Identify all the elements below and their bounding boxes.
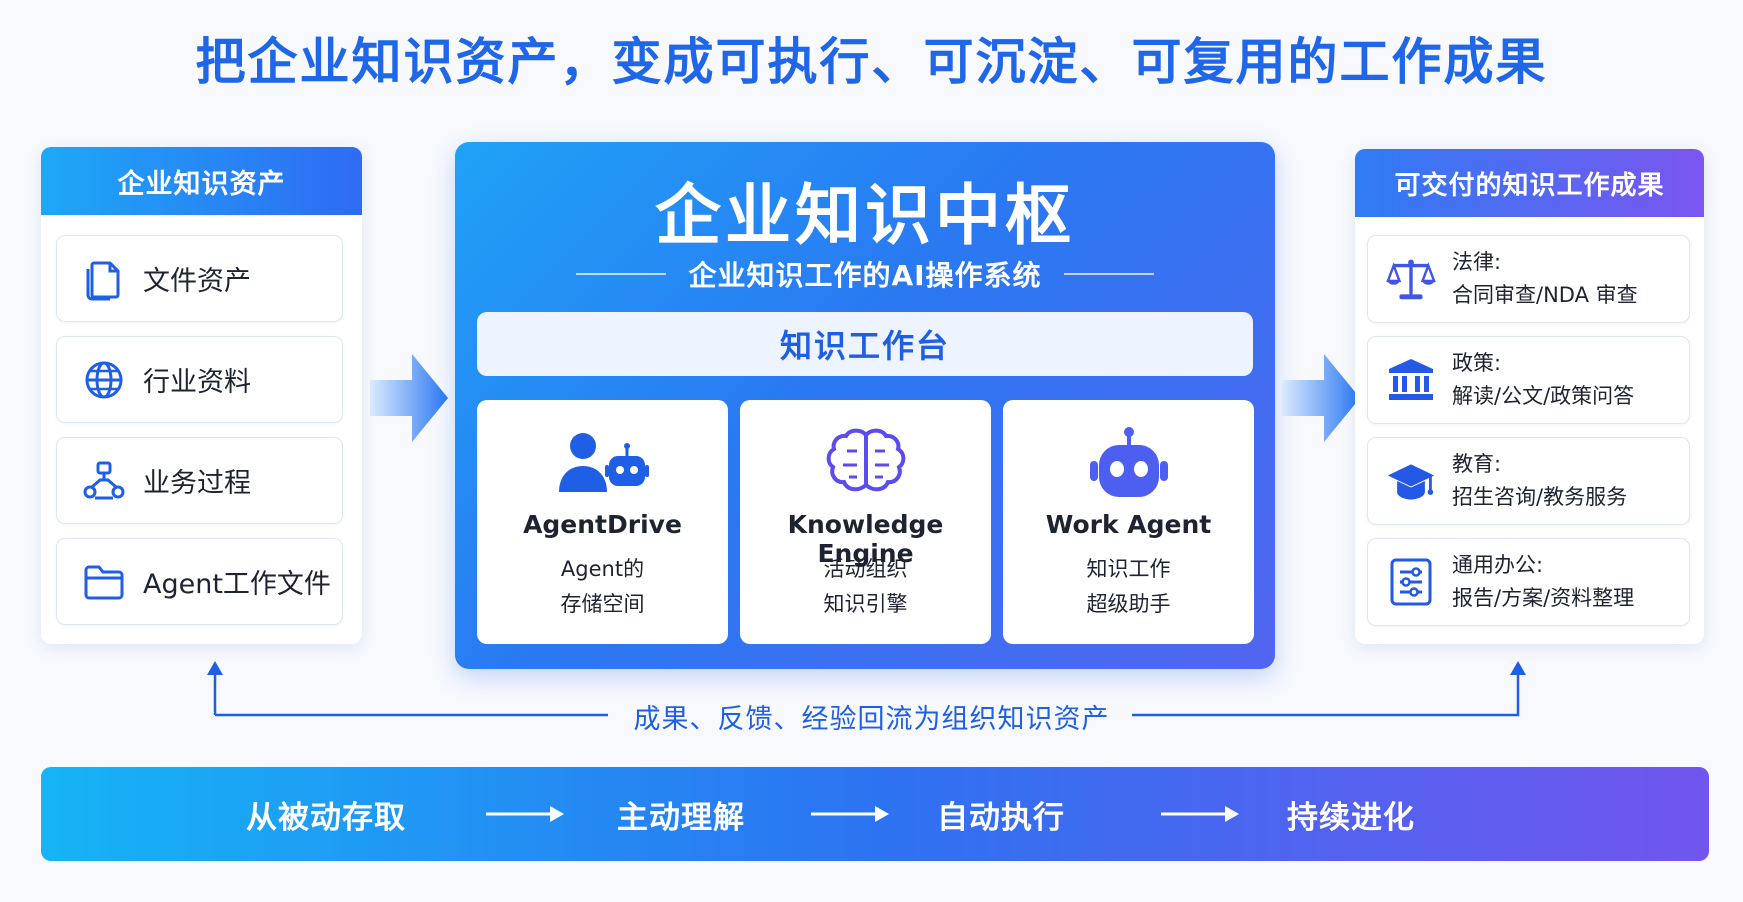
- deliverable-detail: 合同审查/NDA 审查: [1452, 283, 1638, 307]
- deliverable-text: 教育: 招生咨询/教务服务: [1452, 448, 1627, 514]
- asset-card-agent-files[interactable]: Agent工作文件: [56, 538, 343, 625]
- knowledge-assets-panel: 企业知识资产 文件资产 行业资料 业务过程 Agent工作文件: [41, 147, 362, 644]
- deliverable-detail: 报告/方案/资料整理: [1452, 586, 1635, 610]
- page-title: 把企业知识资产，变成可执行、可沉淀、可复用的工作成果: [195, 33, 1548, 91]
- module-name: AgentDrive: [523, 510, 682, 539]
- module-desc-line: Agent的: [560, 557, 645, 581]
- deliverable-category: 政策:: [1452, 351, 1502, 375]
- deliverable-card-policy[interactable]: 政策: 解读/公文/政策问答: [1367, 336, 1690, 424]
- module-description: 活动组织 知识引擎: [740, 552, 991, 622]
- stage-passive: 从被动存取: [246, 799, 406, 836]
- deliverable-detail: 解读/公文/政策问答: [1452, 384, 1635, 408]
- module-work-agent[interactable]: Work Agent 知识工作 超级助手: [1003, 400, 1254, 644]
- asset-card-process[interactable]: 业务过程: [56, 437, 343, 524]
- user-robot-icon: [477, 420, 728, 510]
- asset-card-industry[interactable]: 行业资料: [56, 336, 343, 423]
- asset-card-label: Agent工作文件: [143, 569, 331, 600]
- checklist-icon: [1386, 557, 1436, 607]
- folder-icon: [79, 557, 129, 607]
- divider-line: [1063, 273, 1154, 275]
- module-description: 知识工作 超级助手: [1003, 552, 1254, 622]
- globe-icon: [79, 355, 129, 405]
- deliverable-text: 政策: 解读/公文/政策问答: [1452, 347, 1634, 413]
- knowledge-assets-heading: 企业知识资产: [41, 147, 362, 215]
- flow-arrow-left: [370, 354, 448, 442]
- knowledge-workbench[interactable]: 知识工作台: [477, 312, 1253, 376]
- deliverable-detail: 招生咨询/教务服务: [1452, 485, 1628, 509]
- module-description: Agent的 存储空间: [477, 552, 728, 622]
- hub-subtitle-row: 企业知识工作的AI操作系统: [455, 254, 1275, 294]
- module-desc-line: 超级助手: [1086, 592, 1171, 616]
- document-icon: [79, 254, 129, 304]
- asset-card-files[interactable]: 文件资产: [56, 235, 343, 322]
- deliverable-text: 法律: 合同审查/NDA 审查: [1452, 246, 1638, 312]
- deliverable-category: 通用办公:: [1452, 553, 1544, 577]
- feedback-label: 成果、反馈、经验回流为组织知识资产: [633, 704, 1110, 735]
- stage-evolve: 持续进化: [1287, 799, 1415, 836]
- module-name: Knowledge Engine: [787, 510, 944, 568]
- hub-title: 企业知识中枢: [655, 177, 1075, 254]
- module-desc-line: 活动组织: [823, 557, 908, 581]
- evolution-bar: 从被动存取 主动理解 自动执行 持续进化: [41, 767, 1709, 861]
- arrow-right-icon: [486, 806, 564, 822]
- deliverables-heading: 可交付的知识工作成果: [1355, 149, 1704, 217]
- divider-line: [576, 273, 667, 275]
- graduation-cap-icon: [1386, 456, 1436, 506]
- asset-card-label: 业务过程: [143, 468, 251, 499]
- module-knowledge-engine[interactable]: Knowledge Engine 活动组织 知识引擎: [740, 400, 991, 644]
- arrow-right-icon: [1161, 806, 1239, 822]
- asset-card-label: 行业资料: [143, 367, 251, 398]
- deliverable-category: 法律:: [1452, 250, 1502, 274]
- module-desc-line: 知识引擎: [823, 592, 908, 616]
- knowledge-hub-panel: 企业知识中枢 企业知识工作的AI操作系统 知识工作台 AgentDrive Ag…: [455, 142, 1275, 669]
- hub-subtitle: 企业知识工作的AI操作系统: [688, 259, 1042, 292]
- brain-icon: [740, 420, 991, 510]
- stage-understand: 主动理解: [617, 799, 745, 836]
- robot-icon: [1003, 420, 1254, 510]
- module-desc-line: 存储空间: [560, 592, 645, 616]
- government-icon: [1386, 355, 1436, 405]
- deliverable-category: 教育:: [1452, 452, 1502, 476]
- arrow-right-icon: [811, 806, 889, 822]
- feedback-loop-line: [207, 661, 1526, 717]
- deliverable-card-legal[interactable]: 法律: 合同审查/NDA 审查: [1367, 235, 1690, 323]
- deliverable-text: 通用办公: 报告/方案/资料整理: [1452, 549, 1634, 615]
- deliverables-panel: 可交付的知识工作成果 法律: 合同审查/NDA 审查: [1355, 149, 1704, 644]
- flow-icon: [79, 456, 129, 506]
- module-agentdrive[interactable]: AgentDrive Agent的 存储空间: [477, 400, 728, 644]
- module-name: Work Agent: [1045, 510, 1212, 539]
- module-desc-line: 知识工作: [1086, 557, 1171, 581]
- asset-card-label: 文件资产: [143, 266, 251, 297]
- stage-execute: 自动执行: [937, 799, 1065, 836]
- deliverable-card-education[interactable]: 教育: 招生咨询/教务服务: [1367, 437, 1690, 525]
- scales-icon: [1386, 254, 1436, 304]
- flow-arrow-right: [1282, 354, 1360, 442]
- deliverable-card-office[interactable]: 通用办公: 报告/方案/资料整理: [1367, 538, 1690, 626]
